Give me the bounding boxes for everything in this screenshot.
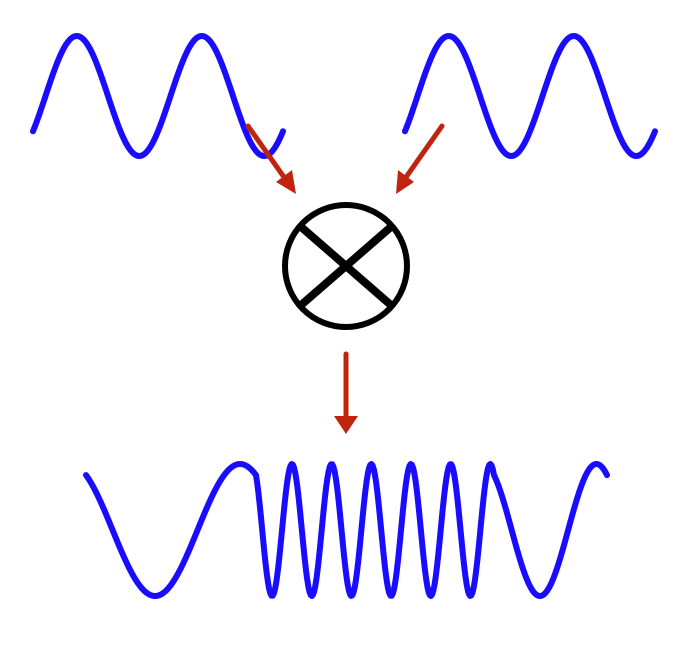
- input-wave-right: [402, 33, 658, 159]
- arrow-right-line: [401, 123, 445, 183]
- circled-times-icon: [282, 202, 410, 330]
- mixer-cross-b: [297, 222, 395, 310]
- arrow-left-head: [276, 170, 296, 194]
- output-wave: [83, 461, 610, 599]
- arrow-icon: [334, 351, 358, 434]
- arrow-icon: [245, 123, 296, 194]
- mixer-circle: [282, 202, 410, 330]
- input-wave-left: [30, 33, 286, 159]
- arrow-right-head: [396, 170, 414, 194]
- arrow-icon: [396, 123, 445, 194]
- arrow-down-head: [334, 416, 358, 434]
- arrow-left-line: [245, 123, 289, 183]
